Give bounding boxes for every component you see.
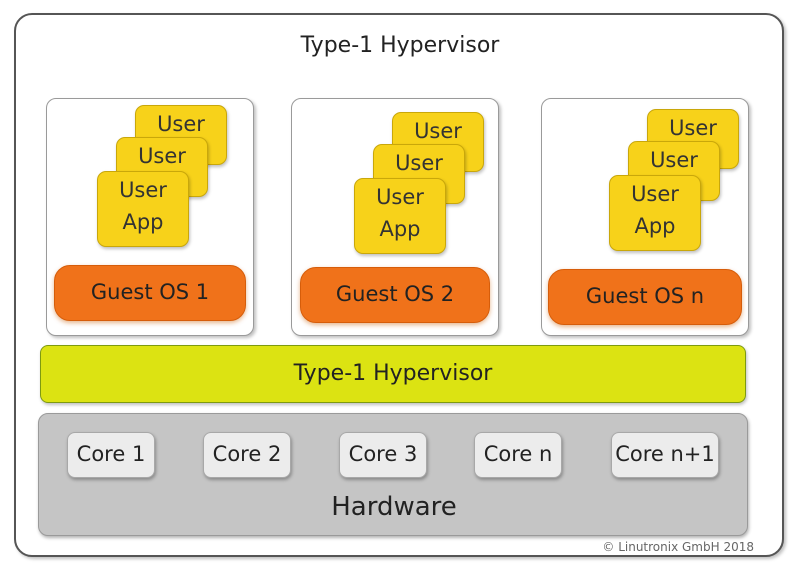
user-app-label: User bbox=[157, 112, 205, 136]
user-app-label: User bbox=[414, 119, 462, 143]
user-app-label: User App bbox=[376, 185, 424, 241]
hypervisor-layer: Type-1 Hypervisor bbox=[40, 345, 746, 403]
user-app-label: User bbox=[395, 151, 443, 175]
hardware-layer: Core 1 Core 2 Core 3 Core n Core n+1 Har… bbox=[38, 413, 748, 536]
user-app-front: User App bbox=[97, 171, 189, 247]
user-app-front: User App bbox=[609, 175, 701, 251]
user-app-label: User App bbox=[631, 182, 679, 238]
user-app-label: User bbox=[138, 144, 186, 168]
guest-os-2: Guest OS 2 bbox=[300, 267, 490, 323]
hardware-label: Hardware bbox=[331, 492, 457, 522]
virtual-machine-n: User User User App Guest OS n bbox=[541, 98, 749, 336]
guest-os-1: Guest OS 1 bbox=[54, 265, 246, 321]
user-app-front: User App bbox=[354, 178, 446, 254]
core-2: Core 2 bbox=[203, 432, 291, 478]
guest-os-n: Guest OS n bbox=[548, 269, 742, 325]
user-app-label: User App bbox=[119, 178, 167, 234]
core-3: Core 3 bbox=[339, 432, 427, 478]
core-n-plus-1: Core n+1 bbox=[611, 432, 719, 478]
core-1: Core 1 bbox=[67, 432, 155, 478]
core-n: Core n bbox=[474, 432, 562, 478]
diagram-title: Type-1 Hypervisor bbox=[300, 33, 500, 58]
copyright-notice: © Linutronix GmbH 2018 bbox=[602, 540, 754, 554]
virtual-machine-1: User User User App Guest OS 1 bbox=[46, 98, 254, 336]
user-app-label: User bbox=[669, 116, 717, 140]
user-app-label: User bbox=[650, 148, 698, 172]
virtual-machine-2: User User User App Guest OS 2 bbox=[291, 98, 499, 336]
